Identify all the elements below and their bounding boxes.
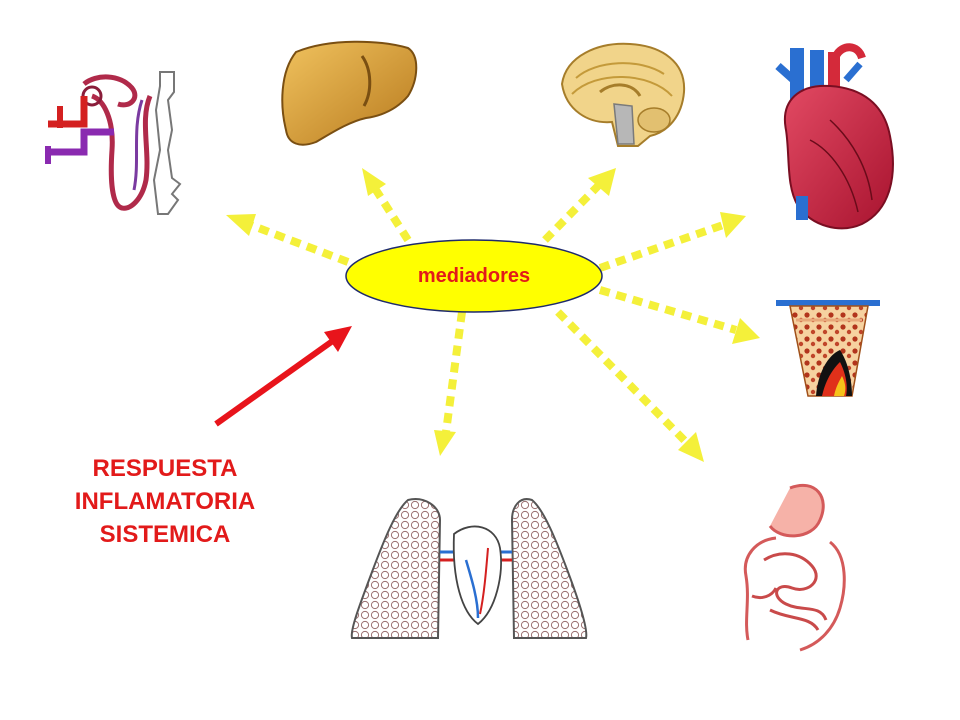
- arrow-to-bone: [598, 286, 738, 334]
- srs-label-line-2: INFLAMATORIA: [74, 488, 256, 515]
- liver-icon: [281, 40, 418, 146]
- arrowhead-brain: [588, 168, 616, 196]
- srs-label-line-1: RESPUESTA: [92, 455, 238, 482]
- srs-arrow: [214, 326, 352, 427]
- lungs-icon: [350, 498, 588, 639]
- arrowhead-heart: [720, 212, 746, 238]
- intestine-icon: [743, 483, 846, 652]
- arrowhead-liver: [362, 168, 386, 196]
- brain-icon: [560, 42, 686, 147]
- srs-label: RESPUESTA INFLAMATORIA SISTEMICA: [40, 452, 290, 551]
- dotted-arrowheads: [226, 168, 760, 462]
- arrow-to-lungs: [442, 311, 466, 433]
- arrow-to-liver: [372, 187, 412, 243]
- arrowhead-intestine: [678, 432, 704, 462]
- bone-marrow-icon: [776, 300, 880, 397]
- arrow-to-brain: [542, 183, 601, 243]
- arrow-to-intestine: [555, 309, 691, 447]
- arrowhead-kidney: [226, 214, 256, 236]
- kidney-nephron-icon: [45, 71, 182, 215]
- arrowhead-bone: [732, 318, 760, 344]
- arrow-to-kidney: [246, 220, 350, 266]
- srs-label-line-3: SISTEMICA: [99, 521, 231, 548]
- mediators-ellipse: [345, 239, 603, 313]
- arrow-to-heart: [598, 220, 728, 272]
- dotted-arrows: [246, 183, 738, 447]
- mediators-label: mediadores: [417, 264, 531, 287]
- heart-icon: [775, 43, 894, 230]
- arrowhead-lungs: [434, 430, 456, 456]
